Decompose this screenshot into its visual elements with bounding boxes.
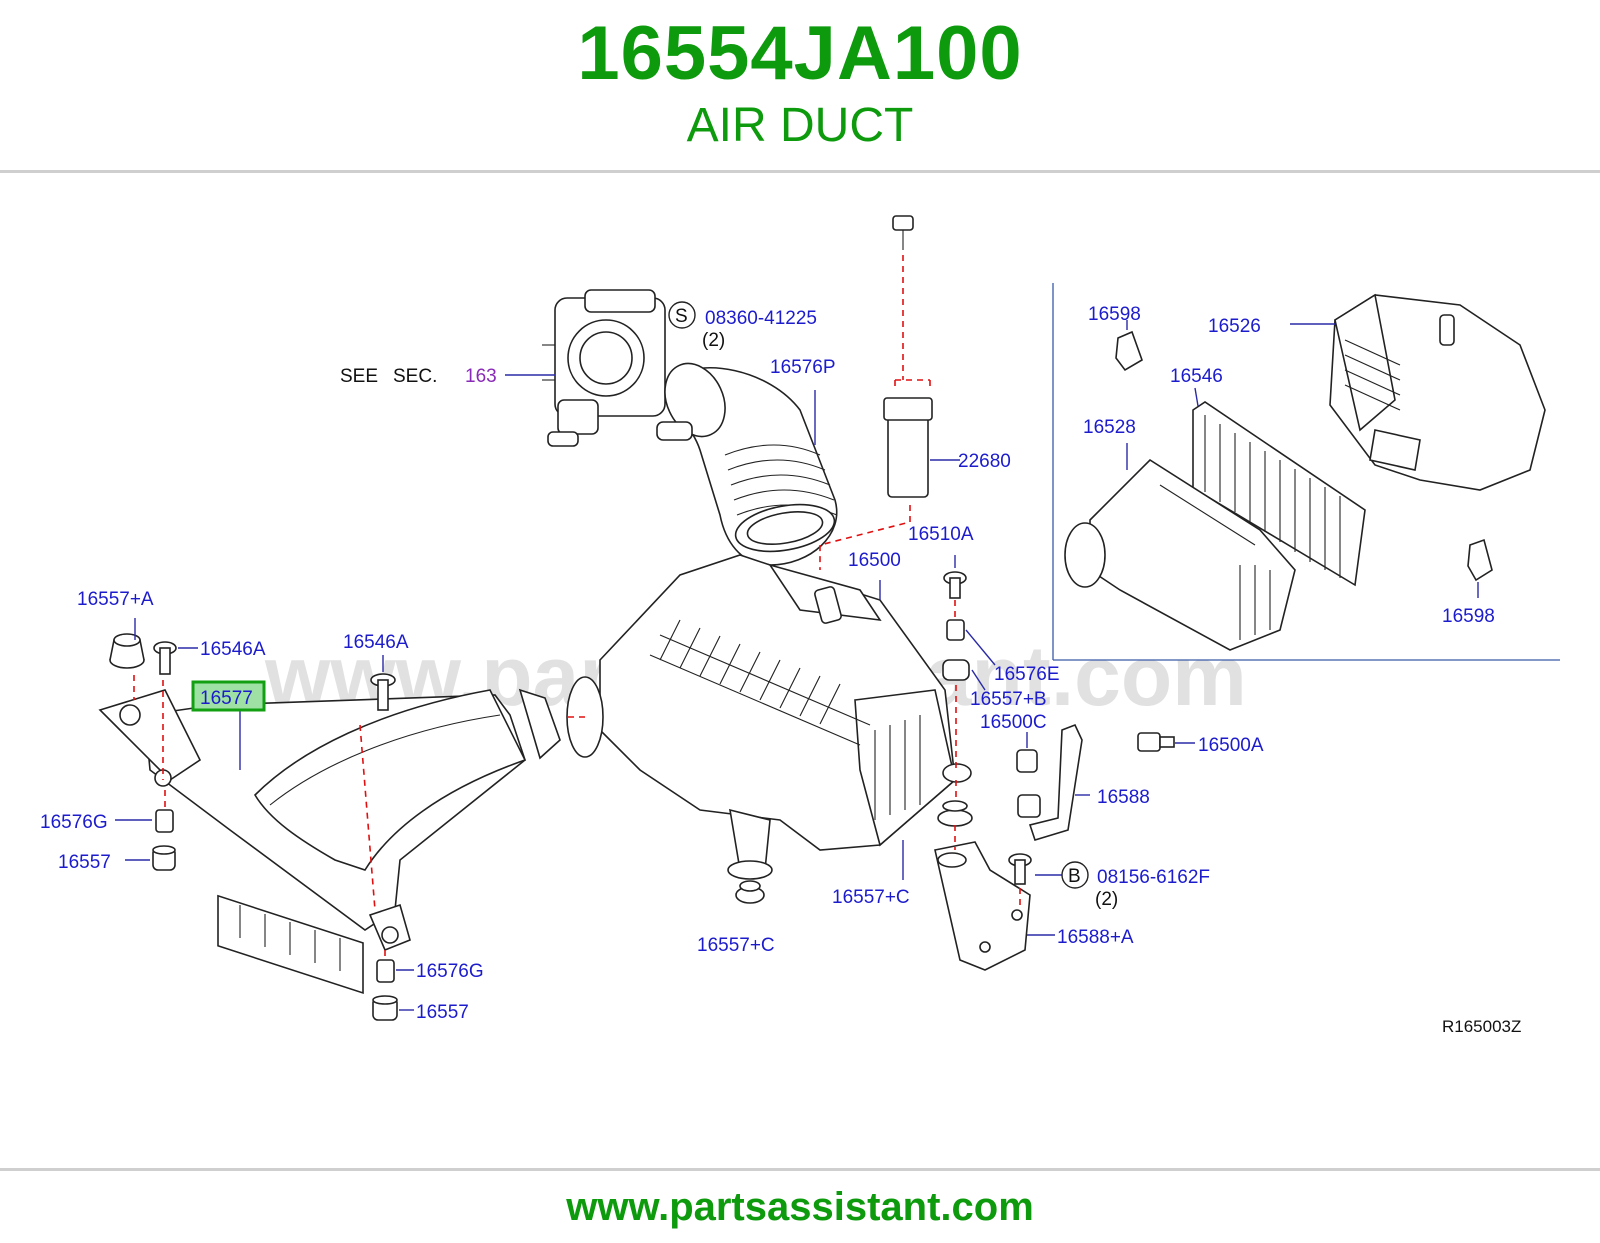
bracket-16588-drawing bbox=[1028, 723, 1083, 841]
section-word-label: SEC. bbox=[393, 366, 437, 387]
grommet-16557B-drawing bbox=[942, 659, 970, 681]
grommet-16557C-right-drawing bbox=[937, 800, 973, 827]
parts-diagram: www.partsassistant.com bbox=[0, 170, 1600, 1170]
collar-16576G-left-drawing bbox=[155, 809, 174, 833]
bolt-16546A-left-drawing bbox=[153, 641, 177, 675]
page-footer: www.partsassistant.com bbox=[0, 1168, 1600, 1243]
label-16557-left[interactable]: 16557 bbox=[58, 852, 111, 873]
label-16598-top[interactable]: 16598 bbox=[1088, 304, 1141, 325]
label-16500[interactable]: 16500 bbox=[848, 550, 901, 571]
part-number-title: 16554JA100 bbox=[577, 11, 1023, 96]
air-cleaner-body-16528-drawing bbox=[1064, 458, 1296, 651]
bolt-16546A-mid-drawing bbox=[370, 673, 396, 711]
label-16576E[interactable]: 16576E bbox=[994, 664, 1060, 685]
s-callout-qty: (2) bbox=[702, 330, 725, 351]
clip-16598-top-drawing bbox=[1115, 330, 1143, 372]
label-22680[interactable]: 22680 bbox=[958, 451, 1011, 472]
collar-16576G-bottom-drawing bbox=[376, 959, 395, 983]
label-16588-plus-A[interactable]: 16588+A bbox=[1057, 927, 1134, 948]
label-16598-bottom[interactable]: 16598 bbox=[1442, 606, 1495, 627]
label-16557-plus-B[interactable]: 16557+B bbox=[970, 689, 1047, 710]
bolt-16500A-drawing bbox=[1137, 732, 1175, 752]
nut-16500C-drawing bbox=[1016, 749, 1041, 818]
part-name-subtitle: AIR DUCT bbox=[686, 99, 914, 152]
label-16577-highlighted[interactable]: 16577 bbox=[200, 688, 253, 709]
label-16528[interactable]: 16528 bbox=[1083, 417, 1136, 438]
label-16557-plus-C-bottom[interactable]: 16557+C bbox=[697, 935, 775, 956]
b-callout-qty: (2) bbox=[1095, 889, 1118, 910]
filter-element-16546-drawing bbox=[1192, 401, 1366, 587]
see-label: SEE bbox=[340, 366, 378, 387]
clip-16598-bottom-drawing bbox=[1467, 538, 1493, 582]
label-16500A[interactable]: 16500A bbox=[1198, 735, 1264, 756]
diagram-code: R165003Z bbox=[1442, 1017, 1521, 1036]
label-16546A-left[interactable]: 16546A bbox=[200, 639, 266, 660]
bushing-16557-bottom-drawing bbox=[372, 995, 398, 1021]
bolt-08156-6162F-drawing bbox=[1008, 853, 1032, 885]
label-16557-bottom[interactable]: 16557 bbox=[416, 1002, 469, 1023]
section-reference-link[interactable]: 163 bbox=[465, 366, 497, 387]
label-16576G-left[interactable]: 16576G bbox=[40, 812, 108, 833]
label-16500C[interactable]: 16500C bbox=[980, 712, 1047, 733]
label-16546A-mid[interactable]: 16546A bbox=[343, 632, 409, 653]
airflow-sensor-drawing bbox=[883, 215, 933, 498]
highlighted-part-box bbox=[191, 680, 266, 712]
label-08156-6162F[interactable]: 08156-6162F bbox=[1097, 867, 1210, 888]
label-16588[interactable]: 16588 bbox=[1097, 787, 1150, 808]
air-cleaner-housing-drawing bbox=[566, 554, 972, 880]
label-08360-41225[interactable]: 08360-41225 bbox=[705, 308, 817, 329]
s-callout-mark: S bbox=[675, 306, 688, 327]
label-16576P[interactable]: 16576P bbox=[770, 357, 836, 378]
throttle-body-drawing bbox=[542, 289, 666, 447]
label-16526[interactable]: 16526 bbox=[1208, 316, 1261, 337]
grommet-16557C-bottom-drawing bbox=[735, 880, 765, 904]
exploded-view-svg: www.partsassistant.com bbox=[40, 215, 1560, 1036]
label-16546[interactable]: 16546 bbox=[1170, 366, 1223, 387]
b-callout-mark: B bbox=[1068, 866, 1081, 887]
bolt-16510A-drawing bbox=[943, 571, 967, 599]
collar-16576E-drawing bbox=[946, 619, 965, 641]
intake-hose-drawing bbox=[656, 362, 838, 566]
label-16557-plus-A[interactable]: 16557+A bbox=[77, 589, 154, 610]
label-16576G-bottom[interactable]: 16576G bbox=[416, 961, 484, 982]
bushing-16557-left-drawing bbox=[152, 845, 176, 871]
label-16510A[interactable]: 16510A bbox=[908, 524, 974, 545]
page-header: 16554JA100 AIR DUCT bbox=[0, 0, 1600, 173]
air-cleaner-cover-16526-drawing bbox=[1329, 293, 1546, 491]
label-16557-plus-C-right[interactable]: 16557+C bbox=[832, 887, 910, 908]
footer-site-link[interactable]: www.partsassistant.com bbox=[566, 1185, 1034, 1229]
air-duct-drawing bbox=[98, 688, 561, 995]
grommet-16557A-drawing bbox=[109, 633, 145, 669]
bracket-16588A-drawing bbox=[934, 841, 1031, 971]
